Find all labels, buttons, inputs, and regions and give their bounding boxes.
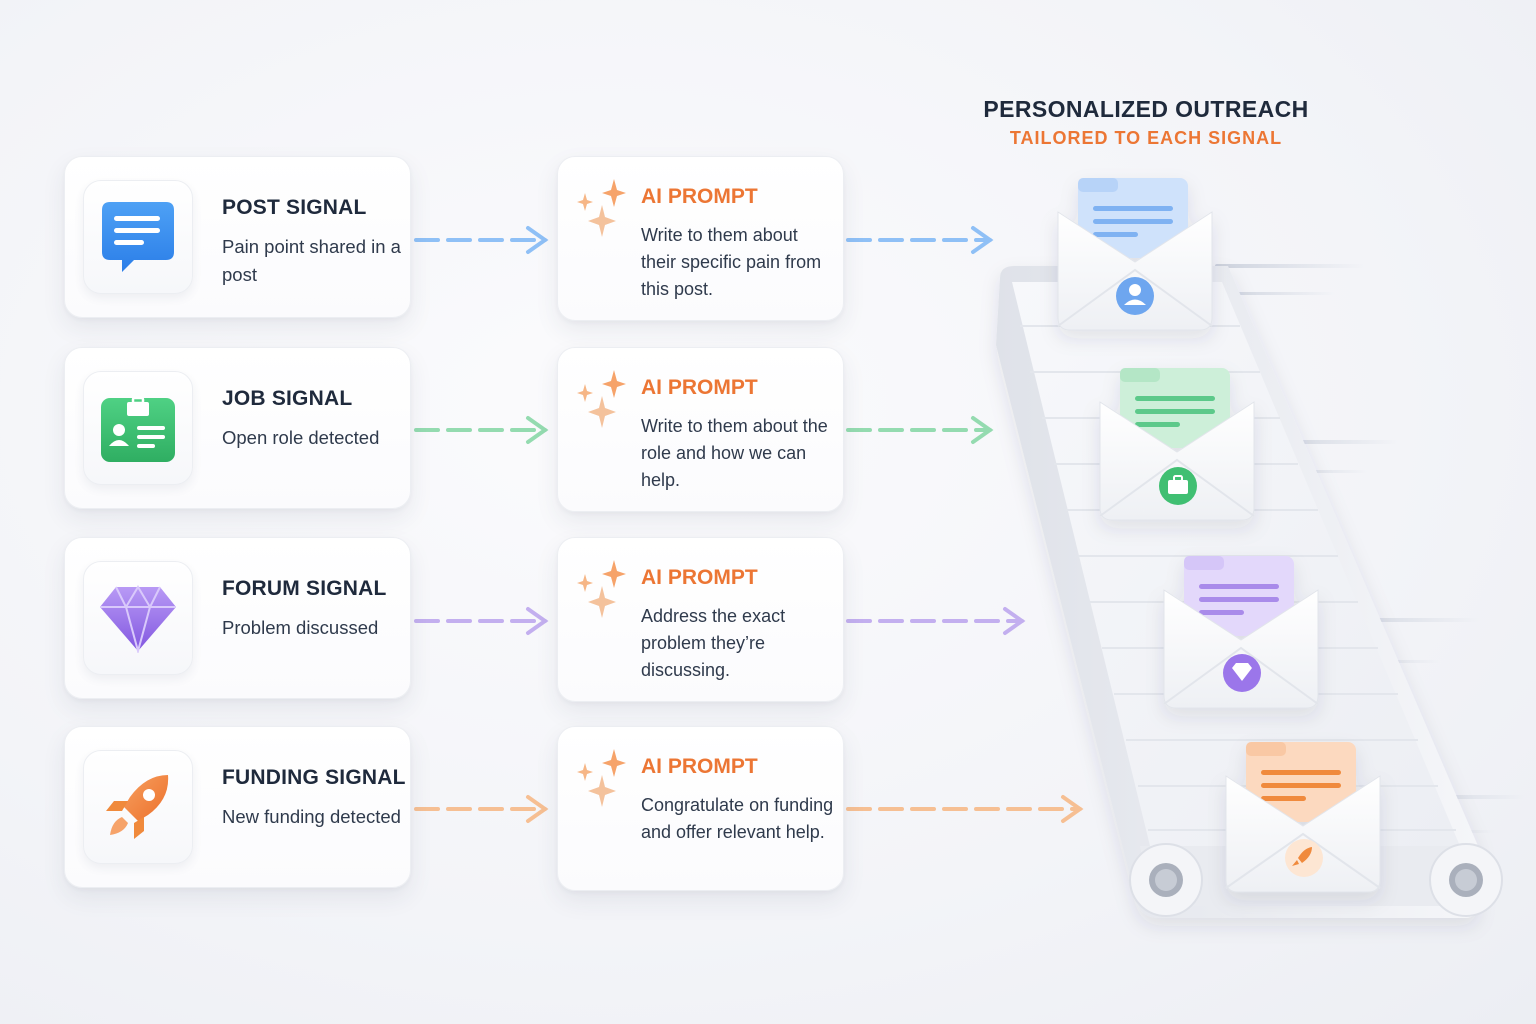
arrow-prompt-to-envelope-job	[846, 416, 994, 444]
signal-icon-tile-funding	[83, 750, 193, 864]
gem-icon	[1232, 663, 1252, 681]
signal-desc-job: Open role detected	[222, 427, 380, 448]
sparkle-icon	[577, 370, 626, 428]
prompt-title-job: AI PROMPT	[641, 376, 758, 399]
arrow-post-to-prompt	[414, 226, 549, 254]
prompt-card-forum: AI PROMPT Address the exact problem they…	[557, 537, 844, 702]
signal-card-job: JOB SIGNAL Open role detected	[64, 347, 411, 509]
roller-right	[1429, 843, 1503, 917]
prompt-title-post: AI PROMPT	[641, 185, 758, 208]
rocket-icon	[106, 775, 169, 839]
gem-icon	[100, 585, 176, 653]
person-icon	[1129, 284, 1141, 296]
prompt-text-funding: Congratulate on funding and offer releva…	[641, 795, 834, 842]
prompt-text-job: Write to them about the role and how we …	[641, 416, 828, 490]
arrow-prompt-to-envelope-post	[846, 226, 994, 254]
signal-desc-forum: Problem discussed	[222, 617, 379, 638]
envelope-forum	[1163, 556, 1319, 709]
envelope-funding	[1225, 742, 1381, 893]
signal-card-funding: FUNDING SIGNAL New funding detected	[64, 726, 411, 888]
prompt-card-funding: AI PROMPT Congratulate on funding and of…	[557, 726, 844, 891]
prompt-card-job: AI PROMPT Write to them about the role a…	[557, 347, 844, 512]
signal-desc-post: Pain point shared in a post	[222, 236, 401, 285]
prompt-text-post: Write to them about their specific pain …	[641, 225, 822, 299]
briefcase-icon	[1168, 480, 1188, 494]
prompt-title-forum: AI PROMPT	[641, 566, 758, 589]
sparkle-icon	[577, 749, 626, 807]
roller-left	[1129, 843, 1203, 917]
outreach-title: PERSONALIZED OUTREACH	[983, 96, 1309, 122]
envelope-job	[1099, 368, 1255, 521]
signal-title-funding: FUNDING SIGNAL	[222, 766, 406, 789]
arrow-job-to-prompt	[414, 416, 549, 444]
signal-title-forum: FORUM SIGNAL	[222, 577, 387, 600]
signal-icon-tile-forum	[83, 561, 193, 675]
sparkle-icon	[577, 560, 626, 618]
signal-desc-funding: New funding detected	[222, 806, 401, 827]
signal-icon-tile-post	[83, 180, 193, 294]
arrow-prompt-to-envelope-forum	[846, 607, 1026, 635]
signal-title-job: JOB SIGNAL	[222, 387, 353, 410]
signal-title-post: POST SIGNAL	[222, 196, 367, 219]
chat-bubble-icon	[102, 202, 174, 272]
id-badge-icon	[101, 396, 175, 462]
outreach-subtitle: TAILORED TO EACH SIGNAL	[1009, 128, 1283, 148]
arrow-prompt-to-envelope-funding	[846, 795, 1084, 823]
signal-card-post: POST SIGNAL Pain point shared in a post	[64, 156, 411, 318]
prompt-card-post: AI PROMPT Write to them about their spec…	[557, 156, 844, 321]
prompt-text-forum: Address the exact problem they’re discus…	[641, 606, 786, 680]
signal-card-forum: FORUM SIGNAL Problem discussed	[64, 537, 411, 699]
sparkle-icon	[577, 179, 626, 237]
signal-icon-tile-job	[83, 371, 193, 485]
arrow-forum-to-prompt	[414, 607, 549, 635]
envelope-post	[1057, 178, 1213, 331]
prompt-title-funding: AI PROMPT	[641, 755, 758, 778]
arrow-funding-to-prompt	[414, 795, 549, 823]
rocket-icon	[1298, 847, 1312, 863]
